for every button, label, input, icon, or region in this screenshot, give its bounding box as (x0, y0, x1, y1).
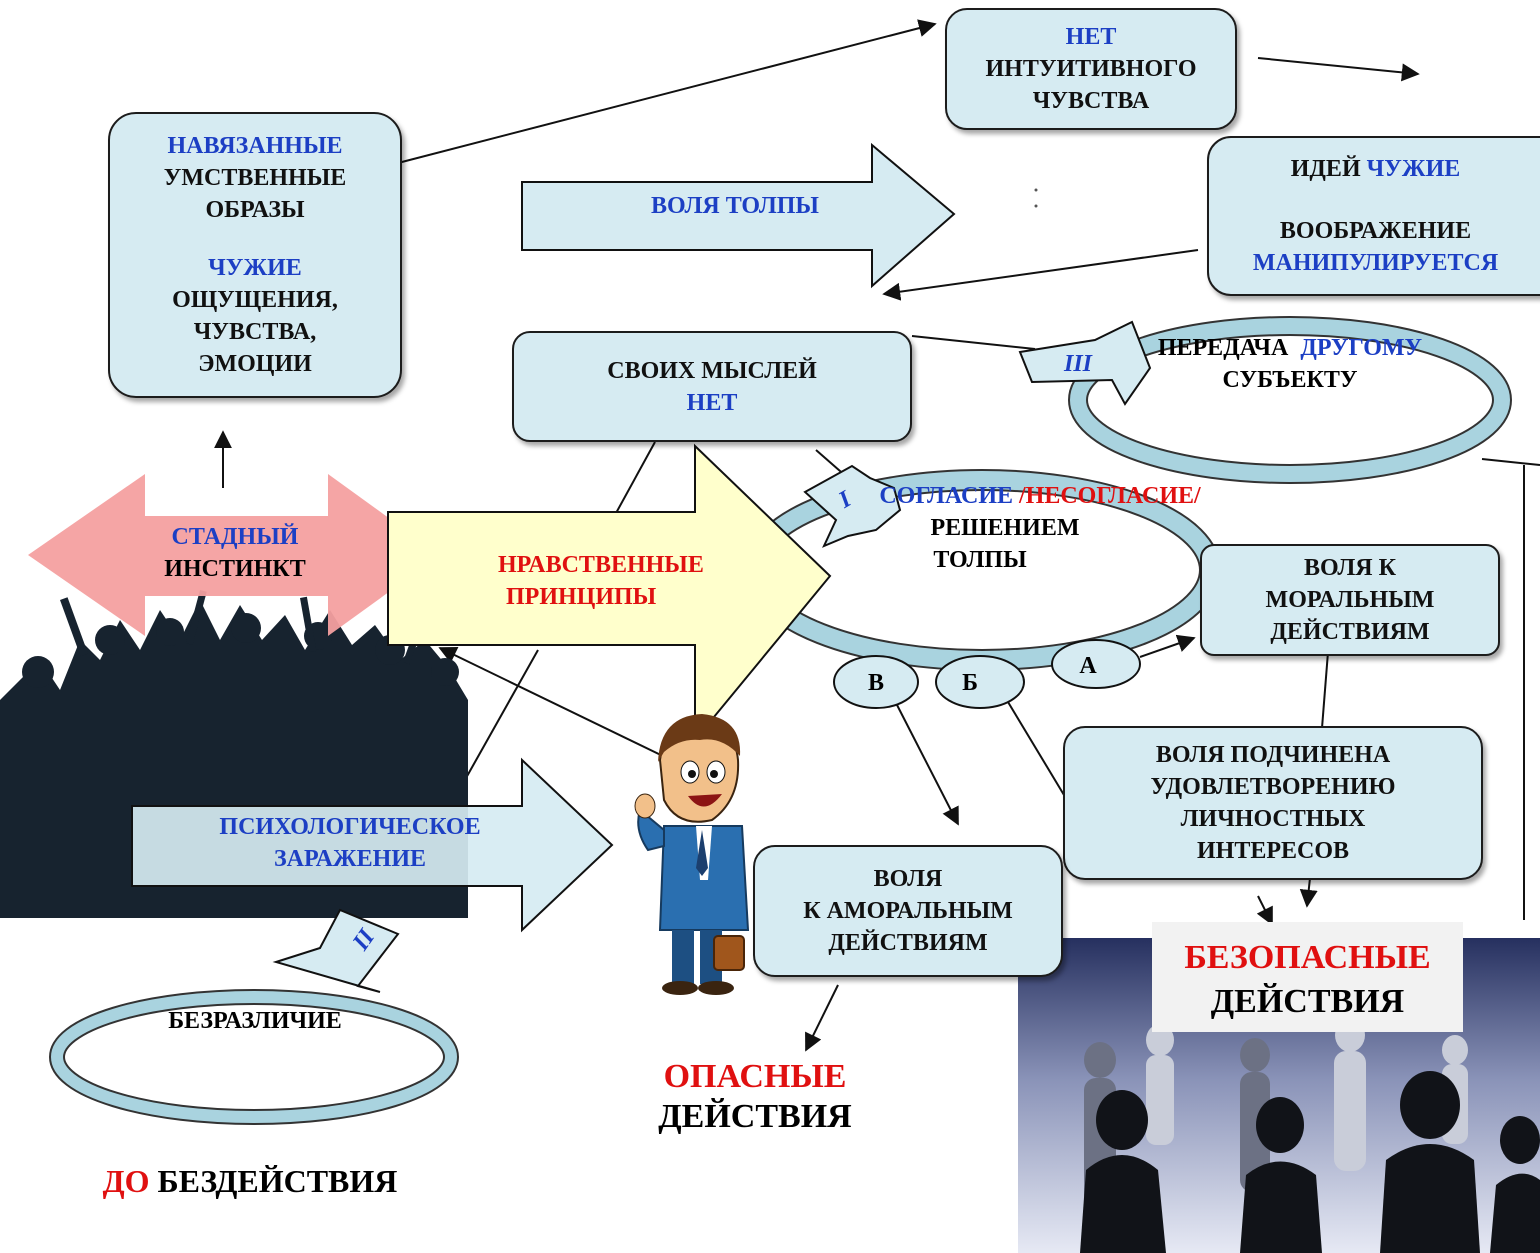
arrow-moral-principles-shape (387, 443, 832, 743)
box-imposed-line2: УМСТВЕННЫЕ (163, 165, 347, 191)
ring-agreement-word1: СОГЛАСИЕ (879, 483, 1013, 509)
box-personal-line4: ИНТЕРЕСОВ (1196, 838, 1350, 864)
ring-agreement-line3: ТОЛПЫ (933, 547, 1027, 573)
ring-transfer-word1: ПЕРЕДАЧА (1157, 335, 1289, 361)
connector-a-to-moral (1139, 634, 1196, 658)
ring-agreement-line2: РЕШЕНИЕМ (930, 515, 1080, 541)
result-dangerous-actions: ОПАСНЫЕ ДЕЙСТВИЯ (620, 1057, 890, 1137)
result-dangerous-line2: ДЕЙСТВИЯ (658, 1098, 852, 1135)
box-thoughts-line2: НЕТ (686, 389, 738, 416)
ring-transfer-line1: ПЕРЕДАЧА ДРУГОМУ (1120, 332, 1460, 364)
connector-intuition-out (1257, 57, 1420, 82)
box-imposed-line3: ОБРАЗЫ (205, 197, 305, 223)
box-foreign-ideas: ИДЕЙ ЧУЖИЕ ВООБРАЖЕНИЕ МАНИПУЛИРУЕТСЯ (1207, 136, 1540, 296)
connector-imposed-to-intuition (397, 19, 937, 164)
box-imposed-line5: ОЩУЩЕНИЯ, (172, 287, 338, 313)
arrow-principles-line1: НРАВСТВЕННЫЕ (498, 552, 704, 578)
result-inaction-word2: БЕЗДЕЙСТВИЯ (157, 1163, 398, 1199)
result-inaction-word1: ДО (102, 1163, 150, 1199)
connector-personal-to-safe (1299, 877, 1318, 908)
ring-agreement-word2: /НЕСОГЛАСИЕ/ (1019, 483, 1201, 509)
oval-b (935, 655, 1025, 709)
arrow-herd-label: СТАДНЫЙ ИНСТИНКТ (130, 521, 340, 585)
ring-agreement-label: СОГЛАСИЕ /НЕСОГЛАСИЕ/ РЕШЕНИЕМ ТОЛПЫ (860, 480, 1220, 576)
box-personal-line2: УДОВЛЕТВОРЕНИЮ (1150, 774, 1396, 800)
connector-man-to-crowd (438, 646, 668, 759)
result-dangerous-line1: ОПАСНЫЕ (663, 1058, 847, 1095)
connector-personal-to-safe-2 (1256, 895, 1273, 926)
box-imposed-line1: НАВЯЗАННЫЕ (167, 133, 343, 159)
box-intuition-line1: НЕТ (1065, 24, 1117, 50)
connector-amoral-to-dangerous (805, 984, 839, 1052)
arrow-moral-principles-label: НРАВСТВЕННЫЕ ПРИНЦИПЫ (470, 549, 750, 613)
connector-thoughts-to-transfer (911, 335, 1036, 350)
result-inaction: ДО БЕЗДЕЙСТВИЯ (40, 1162, 460, 1200)
arrow-contagion-shape (131, 757, 614, 933)
box-thoughts-line1: СВОИХ МЫСЛЕЙ (607, 357, 817, 384)
box-moral-line1: ВОЛЯ К (1303, 555, 1397, 581)
result-safe-line2: ДЕЙСТВИЯ (1210, 983, 1405, 1020)
box-will-personal: ВОЛЯ ПОДЧИНЕНА УДОВЛЕТВОРЕНИЮ ЛИЧНОСТНЫХ… (1063, 726, 1483, 880)
arrow-contagion-line2: ЗАРАЖЕНИЕ (273, 846, 426, 872)
ring-indifference-shape (49, 989, 459, 1125)
box-amoral-line1: ВОЛЯ (873, 866, 943, 892)
oval-v-label: В (867, 670, 884, 696)
oval-a-label: А (1079, 653, 1097, 679)
box-moral-line2: МОРАЛЬНЫМ (1265, 587, 1435, 613)
arrow-principles-line2: ПРИНЦИПЫ (506, 584, 657, 610)
arrow-herd-shape (28, 474, 440, 636)
box-intuition-line2: ИНТУИТИВНОГО (985, 56, 1197, 82)
arrow-contagion-label: ПСИХОЛОГИЧЕСКОЕ ЗАРАЖЕНИЕ (170, 811, 530, 875)
arrow-contagion-line1: ПСИХОЛОГИЧЕСКОЕ (219, 814, 481, 840)
ring-indifference-label: БЕЗРАЗЛИЧИЕ (168, 1008, 342, 1034)
marker-ii-arrow (272, 908, 400, 993)
box-no-intuition: НЕТ ИНТУИТИВНОГО ЧУВСТВА (945, 8, 1237, 130)
box-personal-line1: ВОЛЯ ПОДЧИНЕНА (1155, 742, 1391, 768)
arrow-crowd-will-shape (521, 142, 956, 289)
connector-transfer-right (1481, 458, 1540, 466)
box-amoral-line2: К АМОРАЛЬНЫМ (803, 898, 1013, 924)
connector-moral-to-personal (1321, 651, 1329, 729)
box-will-amoral: ВОЛЯ К АМОРАЛЬНЫМ ДЕЙСТВИЯМ (753, 845, 1063, 977)
box-ideas-line2: ВООБРАЖЕНИЕ (1279, 218, 1472, 244)
oval-b-label: Б (962, 670, 978, 696)
safe-label-backdrop (1152, 922, 1463, 1032)
connector-ideas-to-crowd (882, 249, 1199, 301)
oval-a (1051, 639, 1141, 689)
walking-crowd-image (1018, 922, 1540, 1253)
marker-iii-arrow (1018, 320, 1152, 406)
oval-v (833, 655, 919, 709)
box-ideas-line3: МАНИПУЛИРУЕТСЯ (1252, 250, 1499, 276)
ring-transfer-word2: ДРУГОМУ (1300, 335, 1423, 361)
result-safe-actions: БЕЗОПАСНЫЕ ДЕЙСТВИЯ (1152, 936, 1463, 1024)
box-no-own-thoughts: СВОИХ МЫСЛЕЙ НЕТ (512, 331, 912, 442)
arrow-crowd-will-label: ВОЛЯ ТОЛПЫ (651, 193, 819, 219)
box-imposed-line7: ЭМОЦИИ (198, 351, 312, 377)
marker-iii-label: III (1063, 351, 1093, 377)
ring-agreement-line1: СОГЛАСИЕ /НЕСОГЛАСИЕ/ (860, 480, 1220, 512)
box-imposed-line6: ЧУВСТВА, (193, 319, 317, 345)
ring-transfer-line2: СУБЪЕКТУ (1222, 367, 1358, 393)
marker-i-arrow (803, 464, 902, 548)
box-intuition-line3: ЧУВСТВА (1032, 88, 1150, 114)
box-amoral-line3: ДЕЙСТВИЯМ (828, 930, 988, 956)
connector-v-to-amoral (895, 702, 959, 826)
businessman-icon (634, 714, 750, 995)
connector-b-to-personal (1007, 701, 1068, 801)
result-safe-line1: БЕЗОПАСНЫЕ (1184, 939, 1431, 976)
box-ideas-line1: ИДЕЙ ЧУЖИЕ (1291, 153, 1461, 185)
box-personal-line3: ЛИЧНОСТНЫХ (1180, 806, 1366, 832)
box-ideas-word-foreign: ЧУЖИЕ (1366, 156, 1461, 182)
box-imposed-line4: ЧУЖИЕ (208, 255, 302, 281)
ring-transfer-shape (1068, 316, 1512, 484)
box-ideas-word-ideas: ИДЕЙ (1290, 156, 1361, 182)
arrow-herd-line2: ИНСТИНКТ (164, 556, 306, 582)
box-moral-line3: ДЕЙСТВИЯМ (1270, 619, 1430, 645)
arrow-herd-line1: СТАДНЫЙ (171, 524, 299, 550)
connector-lines (214, 19, 1540, 1052)
box-will-moral: ВОЛЯ К МОРАЛЬНЫМ ДЕЙСТВИЯМ (1200, 544, 1500, 656)
ring-transfer-label: ПЕРЕДАЧА ДРУГОМУ СУБЪЕКТУ (1120, 332, 1460, 396)
box-imposed-images: НАВЯЗАННЫЕ УМСТВЕННЫЕ ОБРАЗЫ ЧУЖИЕ ОЩУЩЕ… (108, 112, 402, 398)
